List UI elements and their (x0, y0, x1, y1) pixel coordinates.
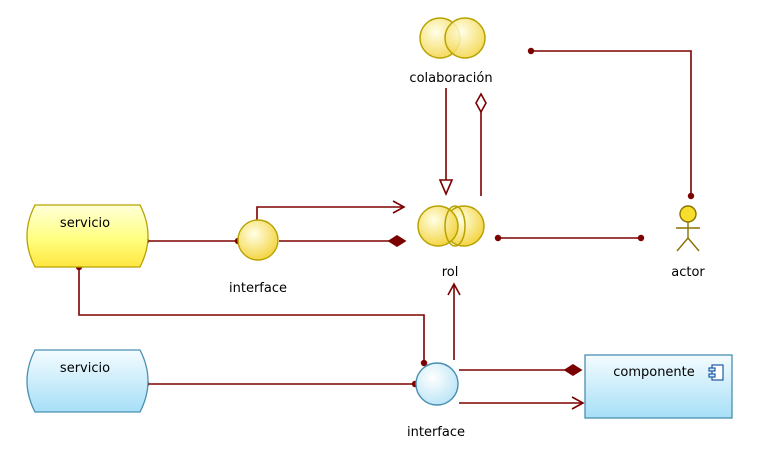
business-interface-circle (237, 219, 279, 261)
collaboration-node[interactable]: colaboración (409, 17, 493, 86)
component-label: componente (613, 365, 695, 380)
business-service-label: servicio (60, 216, 110, 231)
application-interface-node[interactable]: interface (407, 362, 465, 440)
component-box (584, 354, 733, 419)
business-service-shape (26, 204, 149, 268)
connector-endpoint-dot (687, 192, 695, 200)
connector-endpoint-dot (527, 47, 535, 55)
actor-node[interactable]: actor (671, 205, 705, 280)
component-node[interactable]: componente (584, 354, 733, 419)
business-interface-label: interface (229, 281, 287, 296)
collaboration-label: colaboración (409, 71, 492, 86)
application-interface-circle (415, 362, 459, 406)
component-icon (708, 364, 724, 381)
connector-endpoint-dot (637, 234, 645, 242)
business-service-node[interactable]: servicio (26, 204, 149, 268)
filled-diamond (387, 235, 407, 247)
interface-to-role-triggering[interactable] (256, 206, 404, 220)
open-arrowhead (447, 282, 461, 296)
application-interface-label: interface (407, 425, 465, 440)
actor-icon (676, 205, 700, 252)
role-label: rol (442, 265, 459, 280)
application-service-label: servicio (60, 361, 110, 376)
business-interface-node[interactable]: interface (229, 219, 287, 296)
application-service-shape (26, 349, 149, 413)
filled-diamond (563, 364, 583, 376)
collaboration-to-actor-line[interactable] (531, 50, 692, 196)
specialization-arrowhead (438, 179, 454, 197)
connector-endpoint-dot (494, 234, 502, 242)
role-icon (417, 205, 485, 247)
business-service-to-app-interface[interactable] (78, 267, 425, 363)
application-service-node[interactable]: servicio (26, 349, 149, 413)
open-arrowhead (392, 200, 406, 214)
aggregation-diamond (475, 92, 487, 114)
actor-label: actor (671, 265, 705, 280)
connector-endpoint-dot (420, 359, 428, 367)
connectors (75, 47, 695, 410)
collaboration-icon (419, 17, 486, 59)
open-arrowhead (571, 396, 585, 410)
role-node[interactable]: rol (417, 205, 485, 280)
